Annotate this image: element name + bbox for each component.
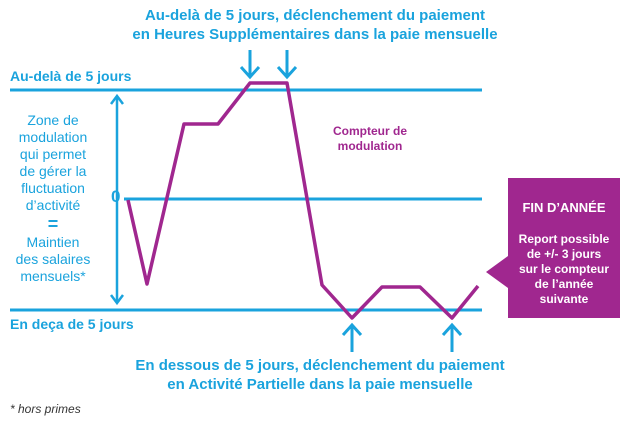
zone-line: modulation: [18, 129, 88, 145]
year-end-line: Report possible: [518, 232, 610, 246]
top-annotation: Au-delà de 5 jours, déclenchement du pai…: [70, 6, 560, 44]
counter-label: Compteur de modulation: [310, 124, 430, 154]
zone-line: fluctuation: [21, 180, 85, 196]
counter-label-line1: Compteur de: [332, 124, 407, 138]
up-arrow-icon: [341, 322, 363, 352]
zone-double-arrow: [110, 93, 124, 306]
year-end-callout: [508, 178, 620, 318]
year-end-text: Report possible de +/- 3 jours sur le co…: [508, 232, 620, 307]
zone-line: Maintien: [26, 234, 80, 250]
zero-label: 0: [111, 187, 121, 206]
zone-line: mensuels*: [20, 268, 86, 284]
modulation-zone-description: Zone de modulation qui permet de gérer l…: [0, 112, 106, 285]
callout-pointer: [486, 256, 508, 288]
up-arrow-icon: [441, 322, 463, 352]
zone-line: des salaires: [15, 251, 91, 267]
bottom-annotation-line1: En dessous de 5 jours, déclenchement du …: [135, 357, 505, 374]
zone-line: d’activité: [25, 197, 81, 213]
down-arrow-icon: [276, 50, 298, 80]
zone-line: Zone de: [27, 112, 79, 128]
zone-equals: =: [47, 214, 59, 234]
year-end-line: sur le compteur: [518, 262, 610, 276]
zone-line: qui permet: [19, 146, 87, 162]
top-annotation-line2: en Heures Supplémentaires dans la paie m…: [132, 26, 498, 43]
down-arrow-icon: [239, 50, 261, 80]
counter-curve: [126, 81, 480, 320]
counter-label-line2: modulation: [337, 139, 403, 153]
top-annotation-line1: Au-delà de 5 jours, déclenchement du pai…: [144, 7, 486, 24]
year-end-title: FIN D’ANNÉE: [522, 200, 606, 215]
year-end-line: de +/- 3 jours: [526, 247, 602, 261]
upper-limit-label: Au-delà de 5 jours: [10, 68, 132, 84]
footnote: * hors primes: [10, 402, 81, 416]
year-end-line: de l’année: [534, 277, 594, 291]
lower-limit-label: En deça de 5 jours: [10, 316, 134, 332]
bottom-annotation: En dessous de 5 jours, déclenchement du …: [60, 356, 580, 394]
zone-line: de gérer la: [19, 163, 87, 179]
year-end-line: suivante: [539, 292, 589, 306]
bottom-annotation-line2: en Activité Partielle dans la paie mensu…: [167, 376, 473, 393]
